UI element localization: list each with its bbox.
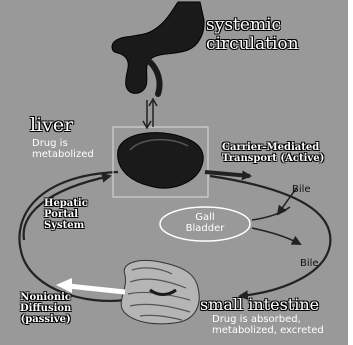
small-intestine-label: small intestine: [200, 296, 319, 313]
carrier-line1: Carrier-Mediated: [222, 142, 324, 153]
liver-note-line2: metabolized: [32, 149, 94, 160]
portal-line: Portal: [44, 209, 88, 220]
system-line: System: [44, 220, 88, 231]
nonionic-diffusion-label: Nonionic Diffusion (passive): [20, 292, 71, 325]
liver-note: Drug is metabolized: [32, 138, 94, 160]
carrier-transport-label: Carrier-Mediated Transport (Active): [222, 142, 324, 164]
bile-duct-to-gallbladder: [252, 207, 290, 220]
diffusion-line: Diffusion: [20, 303, 71, 314]
passive-line: (passive): [20, 314, 71, 325]
vessel-branch: [150, 62, 160, 94]
systemic-circulation-label: systemic circulation: [206, 16, 299, 54]
nonionic-line: Nonionic: [20, 292, 71, 303]
liver-label: liver: [30, 115, 73, 135]
gall-bladder-label: Gall Bladder: [178, 212, 232, 234]
gall-line: Gall: [178, 212, 232, 223]
intestine-note-line2: metabolized, excreted: [212, 325, 324, 336]
passive-diffusion-arrow: [68, 286, 125, 292]
circulation-line: circulation: [206, 35, 299, 54]
circulation-loop-right: [210, 176, 330, 296]
hepatic-portal-label: Hepatic Portal System: [44, 198, 88, 231]
carrier-line2: Transport (Active): [222, 153, 324, 164]
intestine-note: Drug is absorbed, metabolized, excreted: [212, 314, 324, 336]
hepatic-line: Hepatic: [44, 198, 88, 209]
bile-label-top: Bile: [292, 184, 311, 196]
liver-note-line1: Drug is: [32, 138, 94, 149]
bile-duct-bottom: [252, 228, 300, 244]
circulation-loop: [19, 172, 125, 301]
systemic-line: systemic: [206, 16, 299, 35]
bladder-line: Bladder: [178, 223, 232, 234]
bile-label-bottom: Bile: [300, 258, 319, 270]
intestine-note-line1: Drug is absorbed,: [212, 314, 324, 325]
liver-organ: [118, 133, 204, 188]
